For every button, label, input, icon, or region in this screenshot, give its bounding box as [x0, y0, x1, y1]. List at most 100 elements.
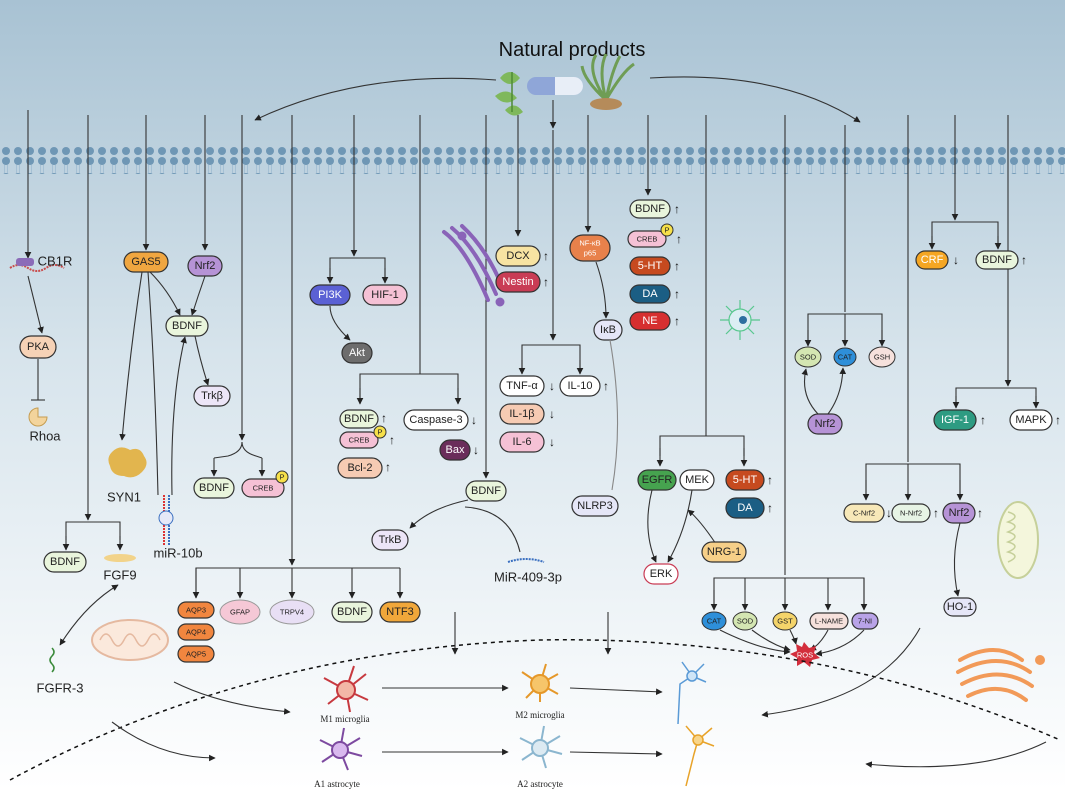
capsule-icon [527, 77, 583, 95]
caspase3-label: Caspase-3 [409, 414, 462, 426]
up-arrow: ↑ [674, 314, 680, 328]
cnrf2-label: C-Nrf2 [853, 509, 875, 518]
mapk-label: MAPK [1015, 414, 1047, 426]
nrf2-label-l: Nrf2 [949, 507, 970, 519]
creb-label-g: CREB [637, 235, 658, 244]
cat-node-j: CAT [833, 347, 857, 367]
bdnf-label-c: BDNF [50, 556, 80, 568]
bdnf-node-k: BDNF ↑ [975, 250, 1027, 270]
aqp3-node: AQP3 [177, 601, 215, 619]
herb-icon [580, 53, 635, 110]
phospho-label-g: P [664, 226, 669, 235]
rhoa-label: Rhoa [29, 429, 61, 444]
ni7-node: 7-NI [851, 612, 879, 630]
a1-astrocyte-label: A1 astrocyte [314, 779, 360, 789]
fgfr3-icon [49, 647, 55, 673]
p65-label: p65 [584, 249, 597, 258]
down-arrow: ↓ [886, 506, 892, 520]
da-node-g: DA ↑ [629, 284, 680, 304]
plant-icon [495, 72, 523, 116]
gst-label: GST [777, 617, 793, 626]
nlrp3-label: NLRP3 [577, 500, 612, 512]
up-arrow: ↑ [674, 259, 680, 273]
phospho-label-b: P [279, 473, 284, 482]
cb1r-label: CB1R [38, 254, 73, 269]
trkb-label-a: Trkβ [201, 390, 223, 402]
up-arrow: ↑ [767, 501, 773, 515]
mir409-icon [507, 558, 545, 563]
up-arrow: ↑ [603, 379, 609, 393]
nrg1-label: NRG-1 [707, 546, 741, 558]
cat-label-i: CAT [707, 617, 722, 626]
sod-label-i: SOD [737, 617, 754, 626]
up-arrow: ↑ [676, 232, 682, 246]
lname-label: L-NAME [815, 617, 843, 626]
gst-node: GST [772, 611, 798, 631]
da-label-h: DA [737, 502, 753, 514]
nestin-node: Nestin ↑ [495, 271, 549, 293]
pi3k-node: PI3K [309, 284, 351, 306]
down-arrow: ↓ [471, 413, 477, 427]
bdnf-node-e: BDNF [465, 480, 507, 502]
cnrf2-node: C-Nrf2 ↓ [843, 503, 892, 523]
crf-node: CRF ↓ [915, 250, 959, 270]
up-arrow: ↑ [385, 460, 391, 474]
down-arrow: ↓ [549, 379, 555, 393]
nrf2-label-j: Nrf2 [815, 418, 836, 430]
mek-node: MEK [679, 469, 715, 491]
mir10b-icon [158, 495, 174, 545]
il6-label: IL-6 [513, 436, 532, 448]
nucleus-boundary [9, 639, 1061, 781]
nestin-label: Nestin [502, 276, 533, 288]
m2-microglia-icon [521, 663, 559, 702]
golgi-icon [956, 648, 1045, 702]
cb1r-receptor: CB1R [9, 254, 73, 272]
ikb-label: IκB [600, 324, 616, 336]
nnrf2-node: N-Nrf2 ↑ [891, 503, 939, 523]
ntf3-node: NTF3 [379, 601, 421, 623]
bdnf-label-k: BDNF [982, 254, 1012, 266]
up-arrow: ↑ [543, 275, 549, 289]
trkb-node-a: Trkβ [193, 385, 231, 407]
nrf2-node-a: Nrf2 [187, 255, 223, 277]
crf-label: CRF [921, 254, 944, 266]
up-arrow: ↑ [980, 413, 986, 427]
egfr-label: EGFR [642, 474, 673, 486]
mek-label: MEK [685, 474, 710, 486]
bdnf-label-d: BDNF [344, 413, 374, 425]
down-arrow: ↓ [549, 407, 555, 421]
il1b-node: IL-1β ↓ [499, 403, 555, 425]
bax-node: Bax ↓ [439, 439, 479, 461]
bdnf-node-b: BDNF [193, 477, 235, 499]
dcx-label: DCX [506, 250, 530, 262]
ne-label-g: NE [642, 315, 657, 327]
bdnf-label-f: BDNF [337, 606, 367, 618]
creb-node-d: CREB P ↑ [339, 425, 395, 449]
nnrf2-label: N-Nrf2 [900, 509, 922, 518]
m1-microglia-icon [323, 665, 369, 713]
bdnf-node-f: BDNF [331, 601, 373, 623]
up-arrow: ↑ [933, 506, 939, 520]
erk-node: ERK [643, 563, 679, 585]
up-arrow: ↑ [977, 506, 983, 520]
ht5-node-g: 5-HT ↑ [629, 256, 680, 276]
ni7-label: 7-NI [858, 617, 872, 626]
neuron-icon [677, 661, 707, 725]
m1-microglia-label: M1 microglia [320, 714, 369, 724]
il10-node: IL-10 ↑ [559, 375, 609, 397]
fgf9-icon [104, 554, 136, 562]
nfkb-label: NF-κB [579, 239, 600, 248]
syn1-label: SYN1 [107, 490, 141, 505]
bdnf-node-a: BDNF [165, 315, 209, 337]
tnfa-node: TNF-α ↓ [499, 375, 555, 397]
aqp3-label: AQP3 [186, 606, 206, 615]
syn1-icon [108, 447, 147, 478]
ho1-label: HO-1 [947, 601, 973, 613]
bacterium-icon [720, 300, 760, 340]
up-arrow: ↑ [767, 473, 773, 487]
bdnf-label-g: BDNF [635, 203, 665, 215]
bdnf-label-a: BDNF [172, 320, 202, 332]
bax-label: Bax [446, 444, 465, 456]
a2-astrocyte-icon [519, 725, 563, 769]
pi3k-label: PI3K [318, 289, 343, 301]
